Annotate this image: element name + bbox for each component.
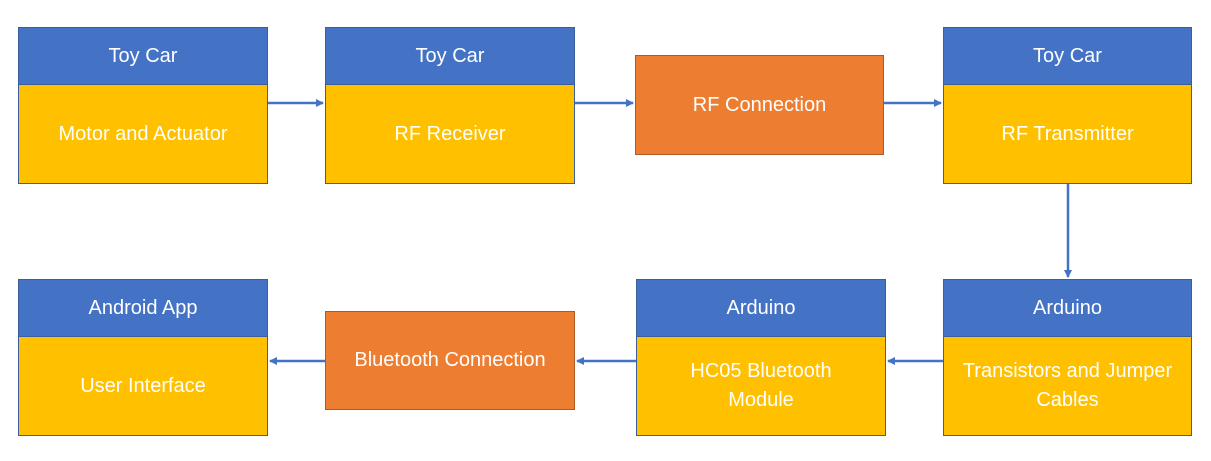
block-body: User Interface xyxy=(19,337,267,435)
transistors-jumper-block: Arduino Transistors and Jumper Cables xyxy=(943,279,1192,436)
block-body: RF Receiver xyxy=(326,85,574,183)
bluetooth-connection-block: Bluetooth Connection xyxy=(325,311,575,410)
block-body: RF Transmitter xyxy=(944,85,1191,183)
hc05-bluetooth-block: Arduino HC05 Bluetooth Module xyxy=(636,279,886,436)
rf-connection-block: RF Connection xyxy=(635,55,884,155)
block-header: Arduino xyxy=(637,280,885,337)
rf-transmitter-block: Toy Car RF Transmitter xyxy=(943,27,1192,184)
block-header: Android App xyxy=(19,280,267,337)
block-header: Toy Car xyxy=(944,28,1191,85)
block-header: Arduino xyxy=(944,280,1191,337)
block-header: Toy Car xyxy=(19,28,267,85)
block-header: Toy Car xyxy=(326,28,574,85)
block-body: Motor and Actuator xyxy=(19,85,267,183)
block-body: HC05 Bluetooth Module xyxy=(637,337,885,435)
block-body: Transistors and Jumper Cables xyxy=(944,337,1191,435)
android-app-block: Android App User Interface xyxy=(18,279,268,436)
motor-actuator-block: Toy Car Motor and Actuator xyxy=(18,27,268,184)
rf-receiver-block: Toy Car RF Receiver xyxy=(325,27,575,184)
